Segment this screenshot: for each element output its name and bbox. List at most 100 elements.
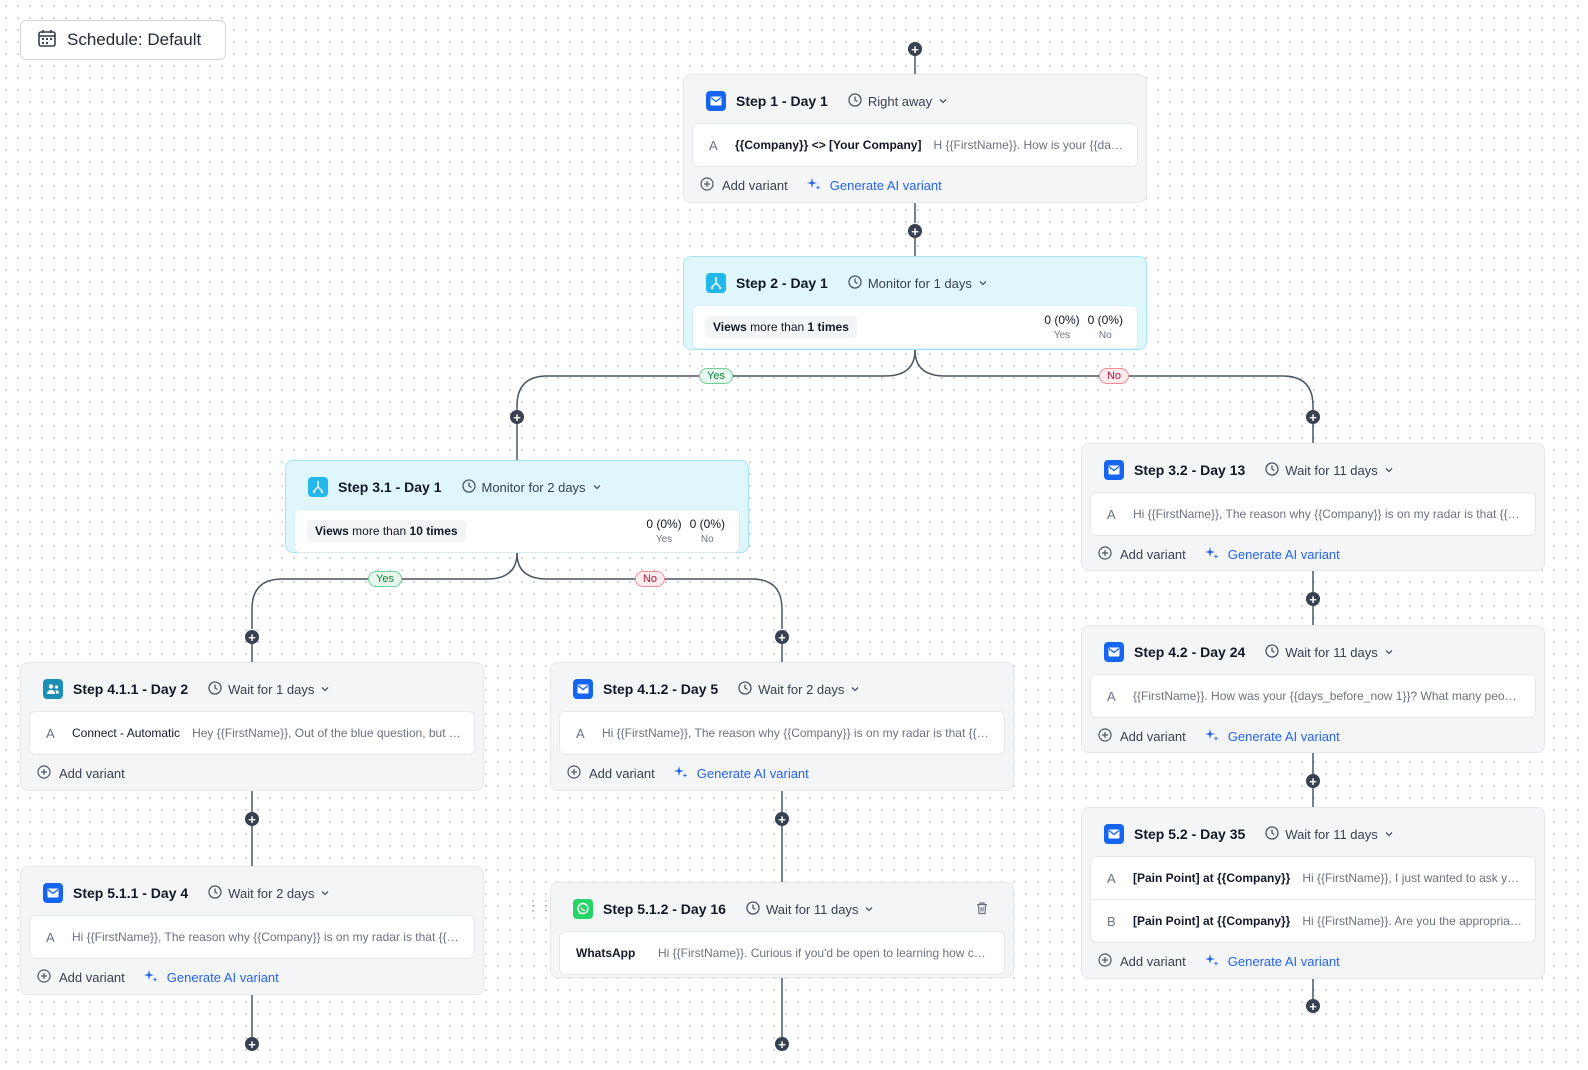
variant-letter: A bbox=[1107, 506, 1116, 522]
generate-ai-variant-button[interactable]: Generate AI variant bbox=[1204, 727, 1340, 746]
delay-label: Wait for 11 days bbox=[765, 901, 859, 917]
stat-no-label: No bbox=[700, 534, 714, 545]
variant-row[interactable]: B [Pain Point] at {{Company}} Hi {{First… bbox=[1090, 900, 1536, 943]
sparkle-icon bbox=[1204, 545, 1220, 564]
step-card-5-2[interactable]: Step 5.2 - Day 35 Wait for 11 days A [Pa… bbox=[1081, 807, 1545, 979]
add-variant-button[interactable]: Add variant bbox=[1098, 727, 1186, 745]
variant-preview: Hi {{FirstName}}, The reason why {{Compa… bbox=[602, 726, 992, 740]
clock-icon bbox=[461, 478, 476, 496]
add-step-button[interactable]: + bbox=[245, 1037, 259, 1051]
add-step-button[interactable]: + bbox=[1306, 999, 1320, 1013]
rule-threshold: 10 times bbox=[409, 524, 458, 538]
delay-selector[interactable]: Monitor for 1 days bbox=[848, 274, 988, 292]
chevron-down-icon bbox=[320, 682, 330, 697]
branch-no-label: No bbox=[1098, 368, 1130, 384]
generate-ai-variant-button[interactable]: Generate AI variant bbox=[806, 176, 942, 195]
add-step-button[interactable]: + bbox=[245, 630, 259, 644]
variant-letter: A bbox=[1107, 870, 1116, 886]
plus-circle-icon bbox=[37, 968, 51, 986]
add-step-button[interactable]: + bbox=[908, 224, 922, 238]
delay-selector[interactable]: Right away bbox=[848, 92, 948, 110]
add-step-button[interactable]: + bbox=[1306, 410, 1320, 424]
envelope-icon bbox=[1104, 642, 1124, 662]
monitor-branch-icon bbox=[706, 273, 726, 293]
variant-preview: Hi {{FirstName}}, I just wanted to ask y… bbox=[1302, 871, 1523, 885]
delay-label: Wait for 11 days bbox=[1285, 462, 1378, 478]
step-card-5-1-1[interactable]: Step 5.1.1 - Day 4 Wait for 2 days A Hi … bbox=[20, 866, 484, 995]
variant-letter: A bbox=[46, 929, 55, 945]
chevron-down-icon bbox=[1384, 827, 1394, 842]
generate-ai-variant-button[interactable]: Generate AI variant bbox=[1204, 952, 1340, 971]
delay-selector[interactable]: Wait for 11 days bbox=[1265, 461, 1394, 479]
add-variant-button[interactable]: Add variant bbox=[700, 176, 788, 194]
variant-row[interactable]: A Hi {{FirstName}}, The reason why {{Com… bbox=[1090, 492, 1536, 536]
variant-row[interactable]: A {{FirstName}}. How was your {{days_bef… bbox=[1090, 674, 1536, 718]
add-step-button[interactable]: + bbox=[510, 410, 524, 424]
add-variant-button[interactable]: Add variant bbox=[1098, 952, 1186, 970]
chevron-down-icon bbox=[1384, 463, 1394, 478]
add-step-button[interactable]: + bbox=[908, 42, 922, 56]
variant-row[interactable]: A Connect - Automatic Hey {{FirstName}},… bbox=[29, 711, 475, 755]
add-step-button[interactable]: + bbox=[1306, 774, 1320, 788]
add-step-button[interactable]: + bbox=[775, 1037, 789, 1051]
rule-metric: Views bbox=[315, 524, 349, 538]
add-step-button[interactable]: + bbox=[245, 812, 259, 826]
add-step-button[interactable]: + bbox=[775, 630, 789, 644]
add-variant-label: Add variant bbox=[59, 765, 125, 781]
trash-icon[interactable] bbox=[975, 901, 989, 918]
variant-subject: {{Company}} <> [Your Company] bbox=[735, 138, 922, 152]
step-card-4-2[interactable]: Step 4.2 - Day 24 Wait for 11 days A {{F… bbox=[1081, 625, 1545, 753]
variant-row[interactable]: WhatsApp Hi {{FirstName}}. Curious if yo… bbox=[559, 931, 1005, 975]
generate-ai-label: Generate AI variant bbox=[1227, 953, 1340, 969]
stat-yes-label: Yes bbox=[655, 534, 673, 545]
clock-icon bbox=[1265, 461, 1279, 479]
delay-label: Right away bbox=[867, 93, 933, 109]
variant-row[interactable]: A [Pain Point] at {{Company}} Hi {{First… bbox=[1090, 856, 1536, 900]
variant-preview: H {{FirstName}}. How is your {{day... bbox=[933, 138, 1125, 152]
generate-ai-variant-button[interactable]: Generate AI variant bbox=[1204, 545, 1340, 564]
stat-yes-value: 0 (0%) bbox=[646, 517, 682, 531]
step-card-2[interactable]: Step 2 - Day 1 Monitor for 1 days Views … bbox=[683, 256, 1147, 350]
variant-row[interactable]: A {{Company}} <> [Your Company] H {{Firs… bbox=[692, 123, 1138, 167]
plus-circle-icon bbox=[1098, 545, 1112, 563]
add-variant-button[interactable]: Add variant bbox=[1098, 545, 1186, 563]
step-card-3-1[interactable]: Step 3.1 - Day 1 Monitor for 2 days View… bbox=[285, 460, 749, 553]
variant-row[interactable]: A Hi {{FirstName}}, The reason why {{Com… bbox=[559, 711, 1005, 755]
add-step-button[interactable]: + bbox=[775, 812, 789, 826]
delay-selector[interactable]: Wait for 11 days bbox=[1265, 825, 1394, 843]
step-card-5-1-2[interactable]: Step 5.1.2 - Day 16 Wait for 11 days Wha… bbox=[550, 882, 1014, 978]
condition-box[interactable]: Views more than 1 times 0 (0%)Yes 0 (0%)… bbox=[692, 305, 1138, 349]
step-card-3-2[interactable]: Step 3.2 - Day 13 Wait for 11 days A Hi … bbox=[1081, 443, 1545, 571]
delay-selector[interactable]: Wait for 11 days bbox=[1265, 643, 1393, 661]
variant-letter: A bbox=[709, 137, 718, 153]
clock-icon bbox=[1265, 643, 1279, 661]
chevron-down-icon bbox=[850, 682, 860, 697]
step-card-4-1-1[interactable]: Step 4.1.1 - Day 2 Wait for 1 days A Con… bbox=[20, 662, 484, 791]
add-variant-button[interactable]: Add variant bbox=[37, 968, 125, 986]
delay-label: Wait for 2 days bbox=[758, 681, 845, 697]
delay-selector[interactable]: Wait for 2 days bbox=[738, 680, 860, 698]
delay-selector[interactable]: Wait for 2 days bbox=[208, 884, 330, 902]
delay-selector[interactable]: Monitor for 2 days bbox=[461, 478, 602, 496]
delay-label: Wait for 11 days bbox=[1285, 826, 1378, 842]
condition-box[interactable]: Views more than 10 times 0 (0%)Yes 0 (0%… bbox=[294, 509, 740, 553]
step-card-1[interactable]: Step 1 - Day 1 Right away A {{Company}} … bbox=[683, 74, 1147, 203]
delay-selector[interactable]: Wait for 11 days bbox=[746, 900, 874, 918]
variant-subject: [Pain Point] at {{Company}} bbox=[1133, 871, 1291, 885]
add-variant-button[interactable]: Add variant bbox=[37, 764, 125, 782]
generate-ai-variant-button[interactable]: Generate AI variant bbox=[673, 764, 809, 783]
step-card-4-1-2[interactable]: Step 4.1.2 - Day 5 Wait for 2 days A Hi … bbox=[550, 662, 1014, 791]
sparkle-icon bbox=[1204, 727, 1220, 746]
sparkle-icon bbox=[806, 176, 822, 195]
add-variant-button[interactable]: Add variant bbox=[567, 764, 655, 782]
generate-ai-variant-button[interactable]: Generate AI variant bbox=[143, 968, 279, 987]
delay-selector[interactable]: Wait for 1 days bbox=[208, 680, 330, 698]
variant-row[interactable]: A Hi {{FirstName}}, The reason why {{Com… bbox=[29, 915, 475, 959]
variant-subject: Connect - Automatic bbox=[72, 726, 181, 740]
condition-stats: 0 (0%)Yes 0 (0%)No bbox=[1044, 313, 1123, 341]
drag-handle-icon[interactable]: ⋮⋮ bbox=[526, 897, 553, 913]
clock-icon bbox=[208, 884, 222, 902]
add-step-button[interactable]: + bbox=[1306, 592, 1320, 606]
schedule-selector-button[interactable]: Schedule: Default bbox=[20, 20, 226, 60]
plus-circle-icon bbox=[567, 764, 581, 782]
